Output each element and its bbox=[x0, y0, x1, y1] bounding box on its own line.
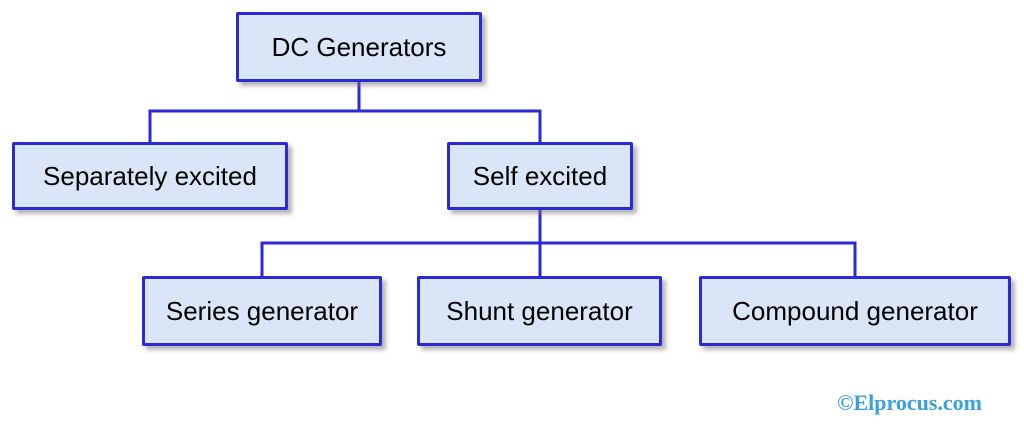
node-separately-excited-label: Separately excited bbox=[43, 160, 257, 191]
node-shunt-generator: Shunt generator bbox=[417, 276, 662, 346]
node-dc-generators-label: DC Generators bbox=[271, 31, 447, 62]
node-self-excited: Self excited bbox=[447, 142, 633, 210]
node-self-excited-label: Self excited bbox=[472, 160, 608, 191]
node-compound-generator: Compound generator bbox=[699, 276, 1011, 346]
node-series-generator-label: Series generator bbox=[165, 295, 359, 326]
node-dc-generators: DC Generators bbox=[236, 12, 482, 82]
watermark-elprocus: ©Elprocus.com bbox=[837, 390, 982, 415]
node-shunt-generator-label: Shunt generator bbox=[446, 295, 633, 326]
node-series-generator: Series generator bbox=[142, 276, 382, 346]
node-separately-excited: Separately excited bbox=[12, 142, 288, 210]
node-compound-generator-label: Compound generator bbox=[732, 295, 978, 326]
